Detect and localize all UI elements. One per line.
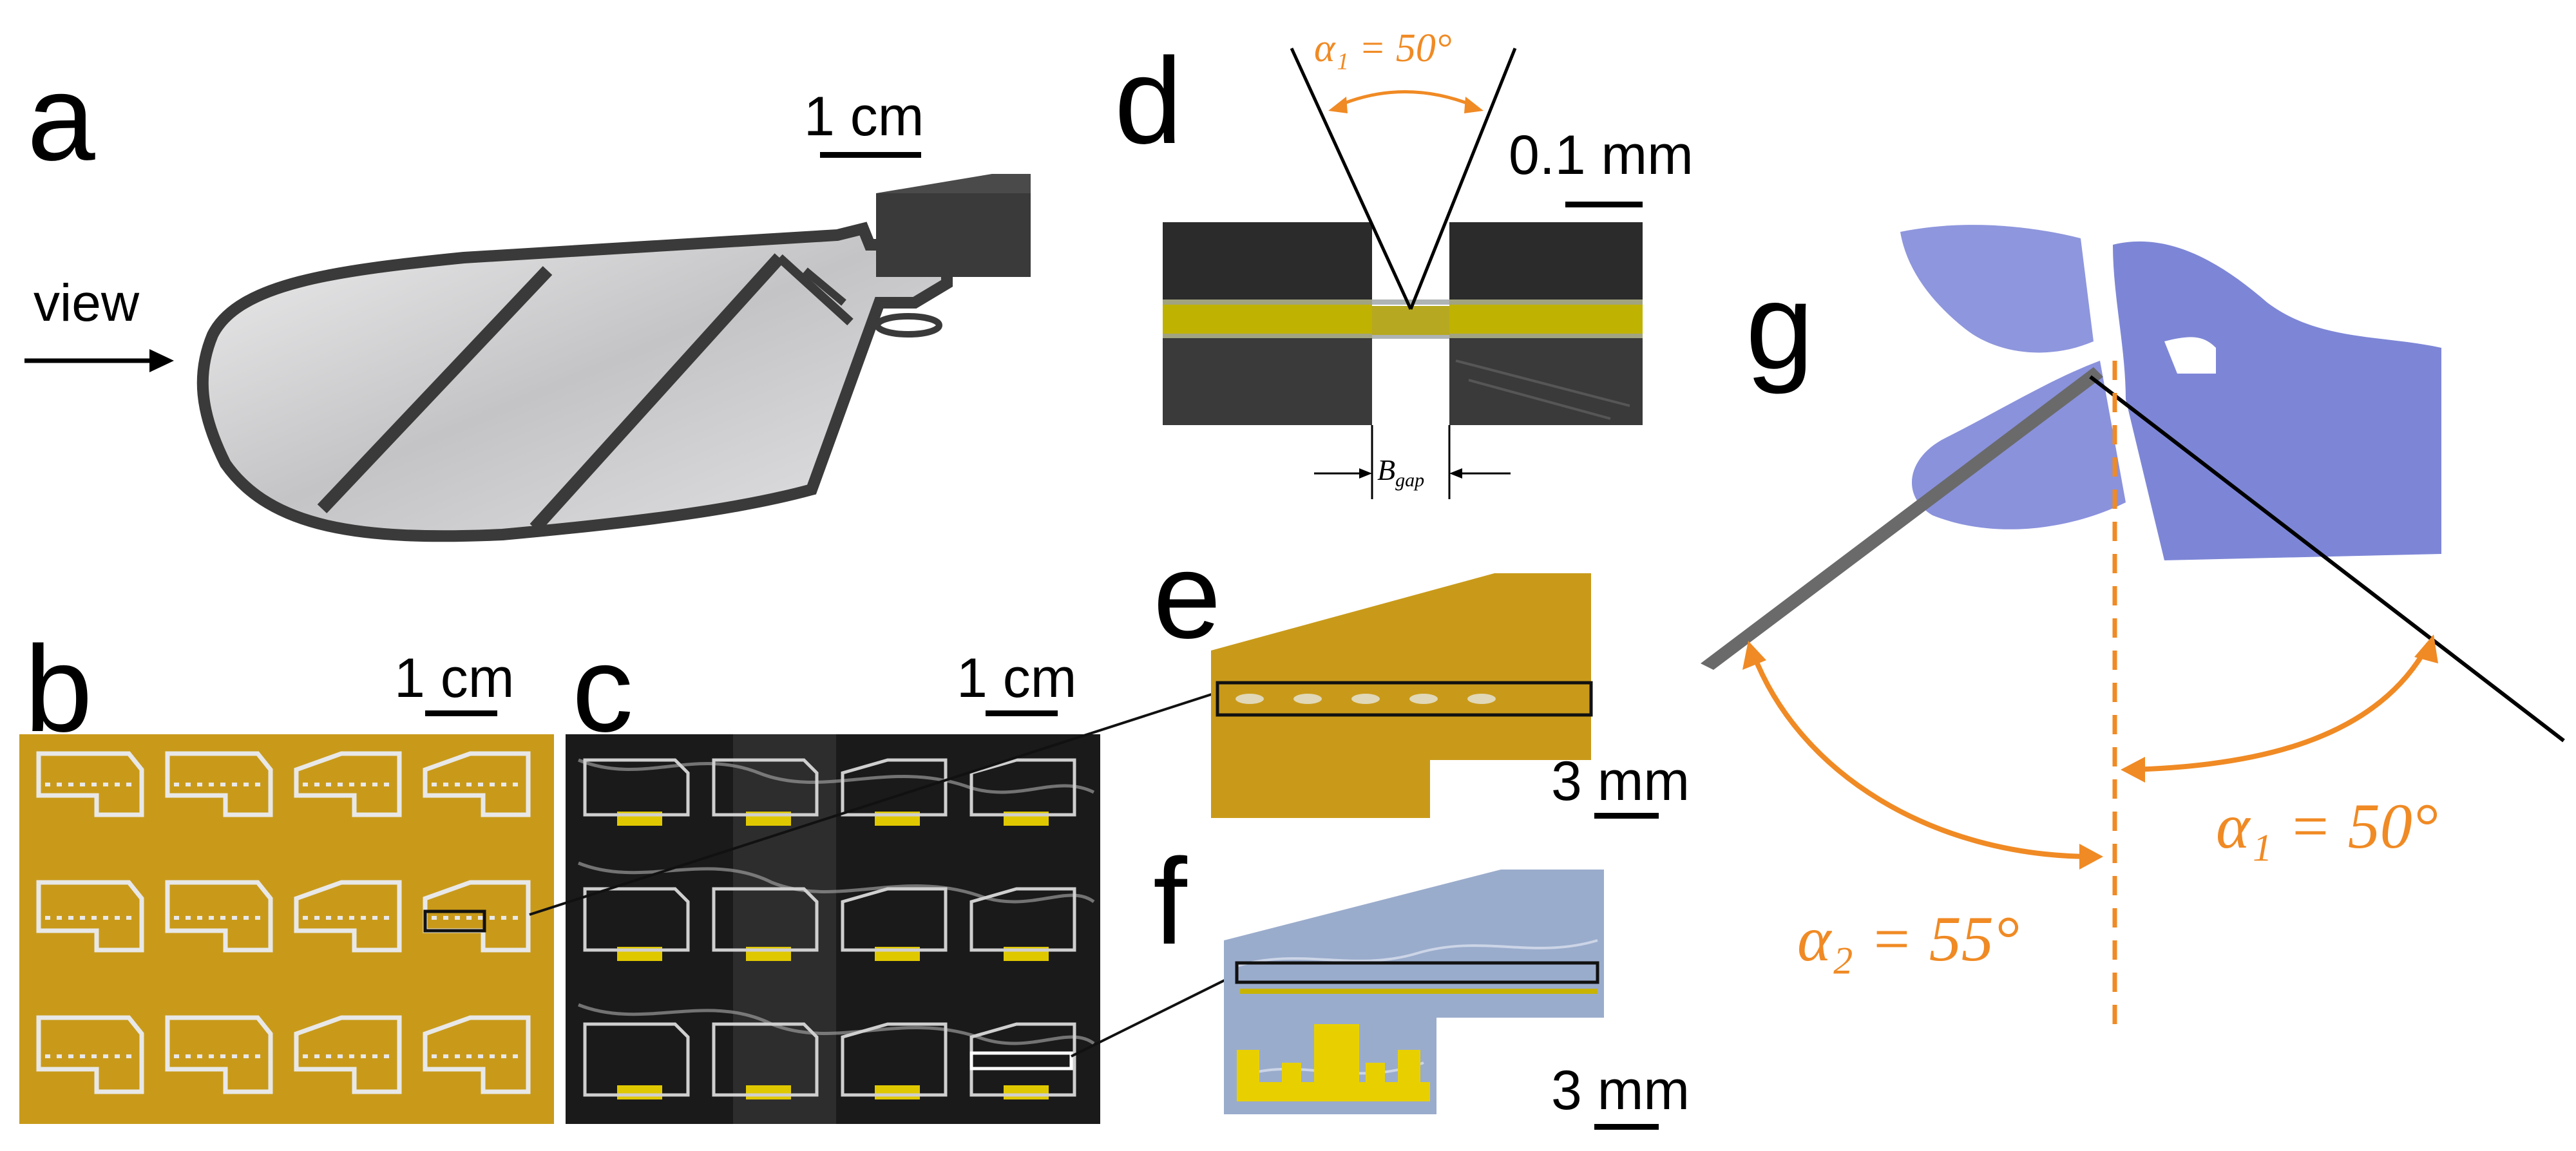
angle-arc-icon bbox=[1328, 90, 1484, 113]
panel-a-image bbox=[24, 174, 1031, 542]
gold-traces bbox=[1237, 1024, 1430, 1101]
view-arrow-icon bbox=[24, 349, 174, 372]
alpha1-label: α₁ = 50° bbox=[2216, 790, 2438, 862]
panel-letter-b: b bbox=[24, 621, 93, 757]
wing-root-mount bbox=[876, 193, 1031, 277]
scale-label-e: 3 mm bbox=[1551, 750, 1690, 812]
panel-c-image bbox=[566, 734, 1100, 1124]
panel-e-image bbox=[1211, 573, 1593, 818]
scale-bar-d bbox=[1565, 202, 1643, 207]
wing-edge-image bbox=[1701, 367, 2103, 670]
alpha2-label: α₂ = 55° bbox=[1797, 903, 2019, 975]
scale-bar-a bbox=[820, 152, 921, 158]
alpha1-arc-icon bbox=[2121, 634, 2438, 783]
scale-label-f: 3 mm bbox=[1551, 1060, 1690, 1121]
scale-label-d: 0.1 mm bbox=[1509, 124, 1693, 186]
panel-letter-a: a bbox=[27, 50, 95, 186]
highlight-box-e bbox=[1216, 681, 1593, 717]
scale-bar-b bbox=[425, 710, 497, 716]
highlight-box-b bbox=[423, 909, 486, 933]
gap-label: Bgap bbox=[1377, 453, 1424, 491]
panel-d-image bbox=[1163, 47, 1643, 499]
alpha2-arc-icon bbox=[1742, 641, 2103, 870]
gap-label-sub: gap bbox=[1395, 470, 1425, 491]
glove-image bbox=[1900, 225, 2441, 560]
gap-label-main: B bbox=[1377, 453, 1396, 486]
scale-label-a: 1 cm bbox=[804, 86, 924, 147]
highlight-box-f bbox=[1235, 961, 1599, 984]
highlight-box-c bbox=[969, 1051, 1073, 1070]
scale-label-c: 1 cm bbox=[957, 647, 1077, 709]
wing-plane-line bbox=[2089, 375, 2565, 743]
panel-letter-f: f bbox=[1153, 833, 1187, 970]
scale-bar-e bbox=[1594, 813, 1659, 819]
scale-label-b: 1 cm bbox=[394, 647, 515, 709]
panel-letter-d: d bbox=[1114, 33, 1183, 169]
panel-b-image bbox=[19, 734, 554, 1124]
gap-bridge bbox=[1372, 306, 1449, 335]
scale-bar-f bbox=[1594, 1124, 1659, 1130]
scale-bar-c bbox=[986, 710, 1058, 716]
panel-letter-g: g bbox=[1746, 258, 1814, 395]
panel-g-image bbox=[1701, 225, 2565, 1031]
panel-f-image bbox=[1224, 870, 1604, 1114]
view-label: view bbox=[33, 274, 140, 332]
panel-letter-e: e bbox=[1153, 528, 1221, 664]
panel-letter-c: c bbox=[572, 621, 633, 757]
wing-image bbox=[196, 174, 1031, 542]
angle-label-d: α₁ = 50° bbox=[1314, 26, 1452, 70]
cut-line-left bbox=[1290, 47, 1413, 310]
cut-line-right bbox=[1409, 48, 1517, 310]
